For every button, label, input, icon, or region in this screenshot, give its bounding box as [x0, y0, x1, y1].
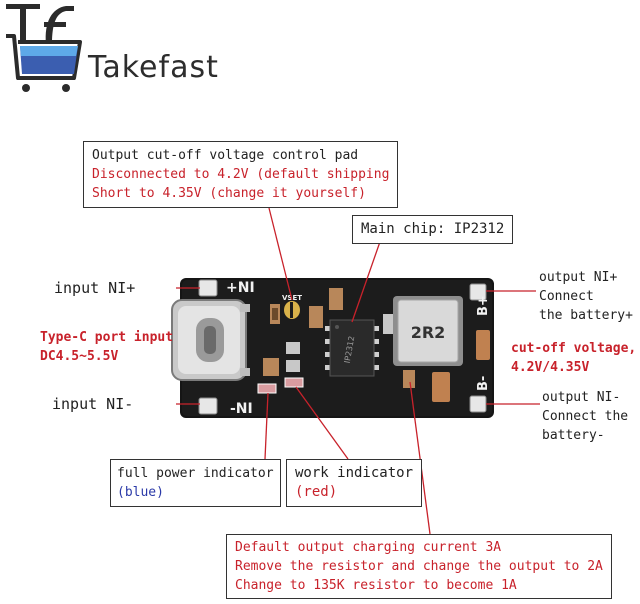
- led-work: [284, 377, 304, 388]
- typec-title: Type-C port input: [40, 330, 174, 345]
- charging-current-default: Default output charging current 3A: [235, 540, 502, 555]
- cart-icon: [6, 34, 82, 92]
- cutoff-pad-short: Short to 4.35V (change it yourself): [92, 186, 366, 201]
- silk-input-neg: -NI: [230, 401, 253, 417]
- charging-current-callout: Default output charging current 3A Remov…: [226, 534, 612, 599]
- solder-pads: [198, 279, 487, 415]
- cutoff-pad-default: Disconnected to 4.2V (default shipping: [92, 167, 390, 182]
- full-power-title: full power indicator: [117, 466, 274, 481]
- silk-output-neg: B-: [476, 376, 491, 391]
- inductor-marking: 2R2: [411, 323, 446, 342]
- main-chip-label: Main chip: IP2312: [361, 221, 505, 237]
- inductor: 2R2: [393, 296, 463, 366]
- vset-pads: [284, 301, 300, 319]
- main-chip-callout: Main chip: IP2312: [352, 215, 514, 244]
- led-indicators: [257, 377, 304, 394]
- typec-label: Type-C port input DC4.5~5.5V: [40, 328, 173, 366]
- output-neg-battery: battery-: [542, 428, 605, 443]
- typec-connector: [171, 299, 250, 381]
- leader-lines: [176, 207, 540, 535]
- pad-input-pos: [198, 279, 218, 297]
- output-pos-battery: the battery+: [539, 308, 633, 323]
- brand-logo: [6, 4, 82, 92]
- pad-output-pos: [469, 283, 487, 301]
- brand-name: Takefast: [88, 50, 219, 85]
- silk-input-pos: +NI: [226, 280, 255, 296]
- charging-current-135k: Change to 135K resistor to become 1A: [235, 578, 517, 593]
- cutoff-voltage-values: 4.2V/4.35V: [511, 360, 590, 375]
- led-full-power: [257, 383, 277, 394]
- smd-components: [263, 288, 490, 402]
- input-neg-label: input NI-: [52, 395, 134, 413]
- cutoff-pad-callout: Output cut-off voltage control pad Disco…: [83, 141, 399, 208]
- cutoff-voltage-title: cut-off voltage,: [511, 341, 637, 356]
- cutoff-voltage-label: cut-off voltage, 4.2V/4.35V: [511, 339, 636, 377]
- output-neg-title: output NI-: [542, 390, 621, 405]
- pad-output-neg: [469, 395, 487, 413]
- work-indicator-title: work indicator: [295, 465, 414, 481]
- cutoff-pad-title: Output cut-off voltage control pad: [92, 148, 359, 163]
- charging-current-remove: Remove the resistor and change the outpu…: [235, 559, 603, 574]
- full-power-color: (blue): [117, 485, 164, 500]
- output-pos-connect: Connect: [539, 289, 594, 304]
- output-neg-label: output NI- Connect the battery-: [542, 388, 628, 445]
- output-pos-label: output NI+ Connect the battery+: [539, 268, 633, 325]
- output-neg-connect: Connect the: [542, 409, 629, 424]
- typec-voltage: DC4.5~5.5V: [40, 349, 119, 364]
- logo-letters: [6, 4, 74, 44]
- main-chip: IP2312: [325, 319, 379, 377]
- work-indicator-callout: work indicator (red): [286, 459, 423, 507]
- output-pos-title: output NI+: [539, 270, 618, 285]
- silk-output-pos: B+: [476, 295, 491, 316]
- work-indicator-color: (red): [295, 484, 338, 500]
- full-power-callout: full power indicator (blue): [110, 459, 281, 507]
- pad-input-neg: [198, 397, 218, 415]
- input-pos-label: input NI+: [54, 279, 136, 297]
